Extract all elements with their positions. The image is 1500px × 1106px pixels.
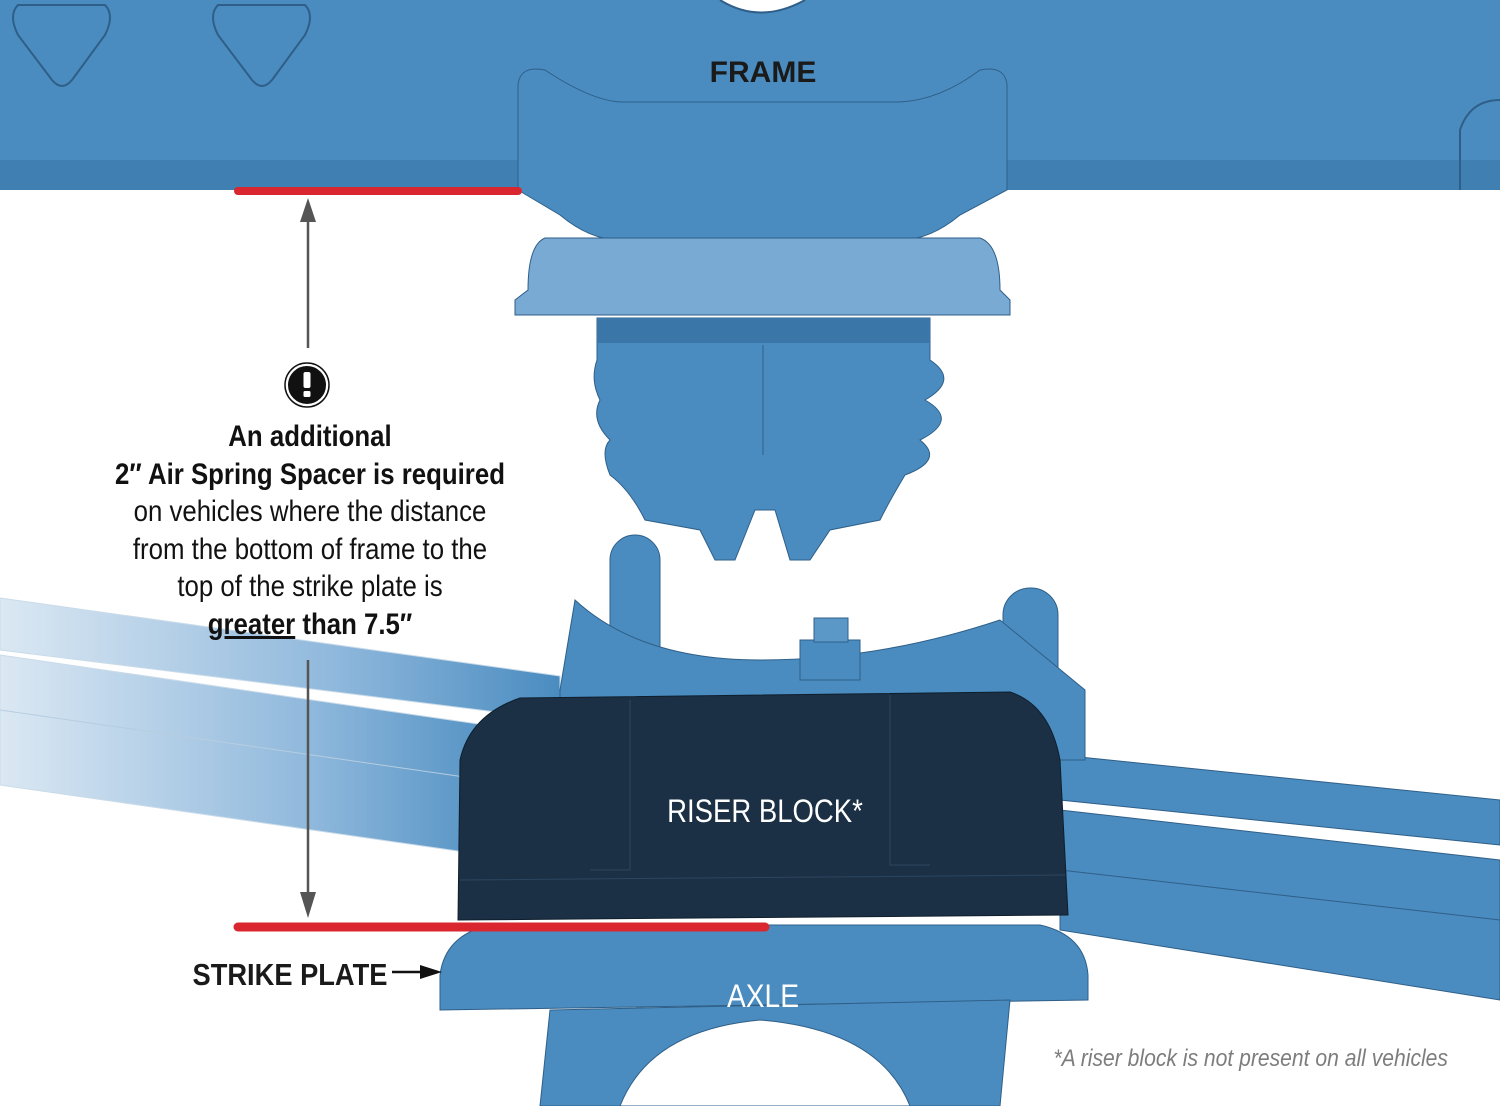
note-line-3: on vehicles where the distance [133, 495, 487, 528]
footnote: *A riser block is not present on all veh… [1053, 1045, 1448, 1072]
frame: FRAME [0, 0, 1500, 241]
note-line-6: than 7.5″ [295, 607, 413, 641]
exclamation-circle-icon [284, 362, 330, 408]
strike-plate-label: STRIKE PLATE [193, 958, 388, 992]
spacer-requirement-note: An additional 2″ Air Spring Spacer is re… [95, 418, 525, 643]
riser-block: RISER BLOCK* [457, 691, 1069, 921]
note-line-4: from the bottom of frame to the [132, 532, 488, 566]
note-greater: greater [207, 607, 296, 641]
riser-block-label: RISER BLOCK* [667, 794, 863, 829]
frame-label: FRAME [710, 56, 817, 89]
strike-plate-callout: STRIKE PLATE [193, 958, 442, 992]
air-spring [514, 237, 1011, 561]
note-line-5: top of the strike plate is [177, 570, 443, 603]
axle: AXLE [439, 924, 1089, 1106]
dimension-arrow [300, 198, 316, 918]
note-line-2: 2″ Air Spring Spacer is required [115, 457, 505, 491]
axle-label: AXLE [727, 979, 799, 1014]
note-line-1: An additional [228, 420, 392, 453]
leaf-spring [0, 597, 1500, 1001]
